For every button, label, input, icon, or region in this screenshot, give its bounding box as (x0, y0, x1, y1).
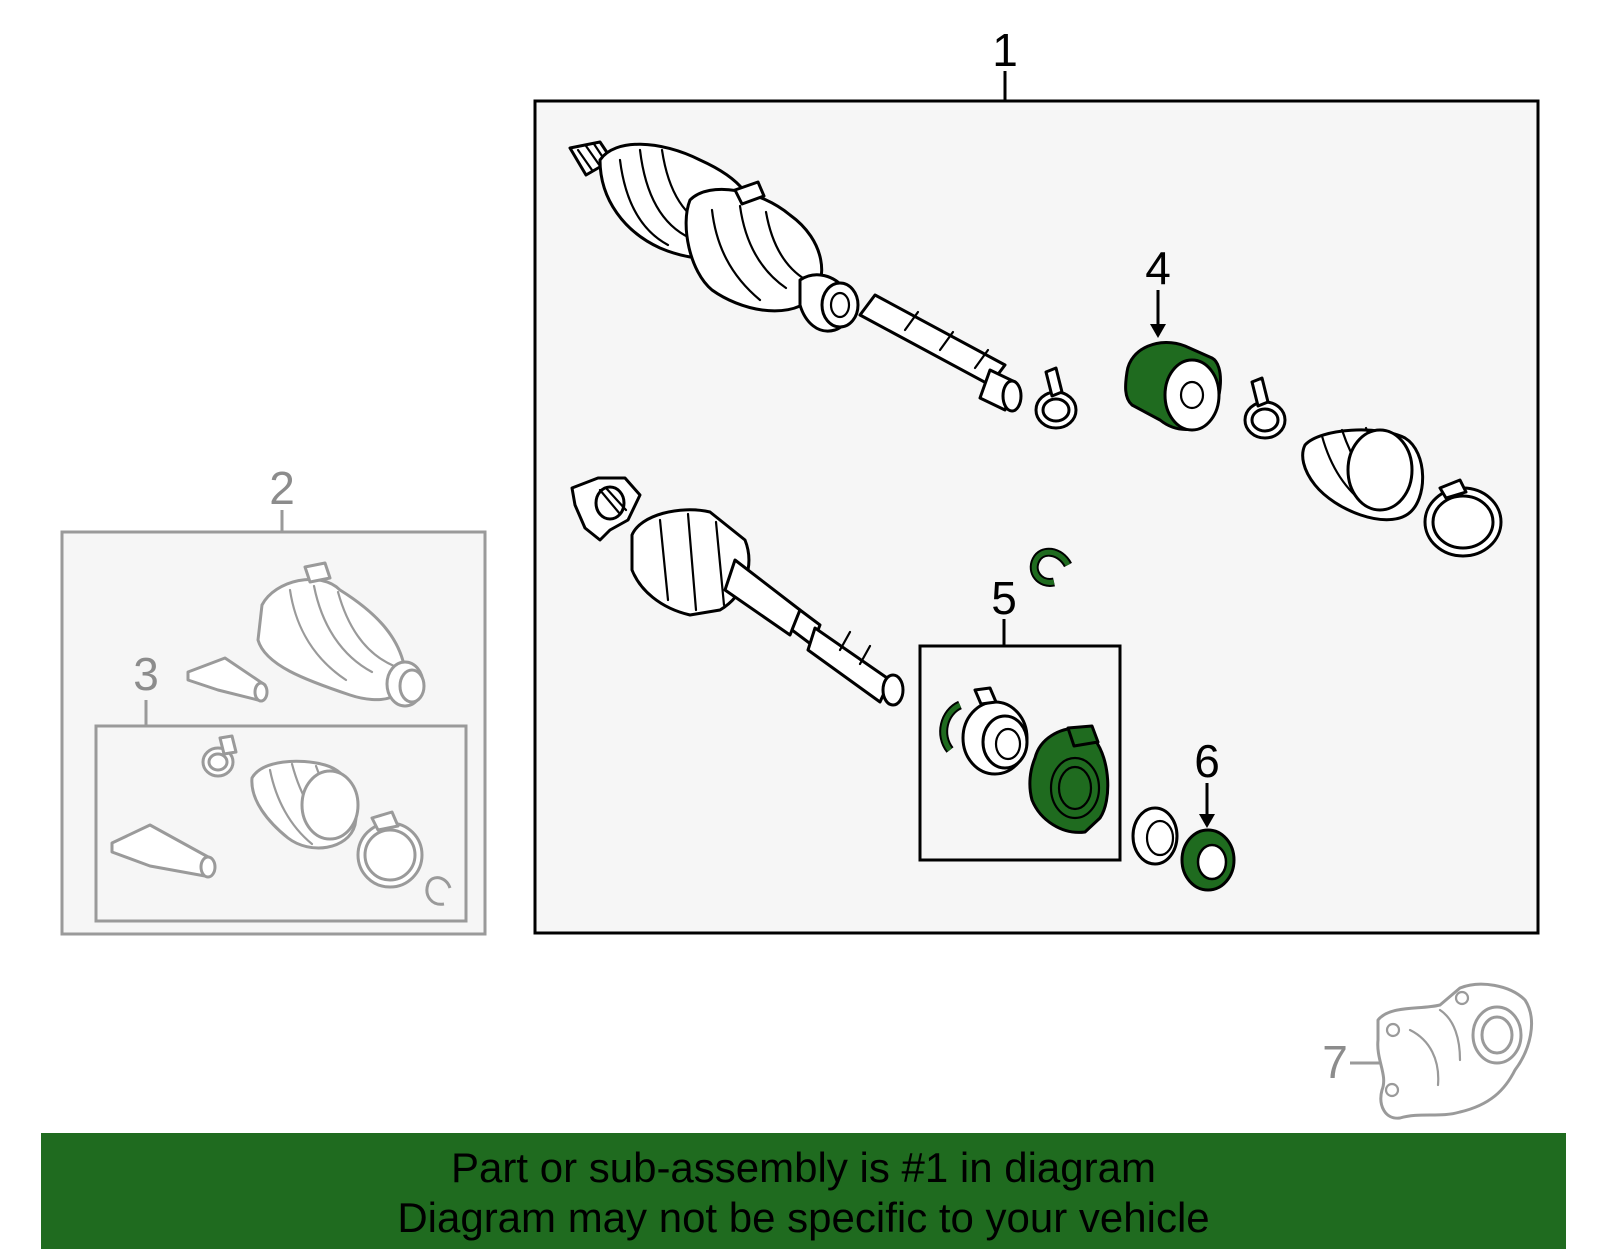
grease-tube-top (186, 656, 269, 703)
tripod-spider (570, 476, 642, 542)
boot-band-large (1423, 478, 1503, 558)
callout-5[interactable]: 5 (991, 572, 1017, 624)
callout-4-arrow (1150, 324, 1166, 338)
bearing (961, 686, 1029, 776)
seal-inner (1196, 843, 1228, 881)
boot-clamp-small-mid (1243, 376, 1287, 440)
callout-4[interactable]: 4 (1145, 242, 1171, 294)
callout-6[interactable]: 6 (1194, 735, 1220, 787)
damper-end-face (1163, 358, 1221, 432)
boot-kit-2-boot (256, 561, 426, 708)
boot-kit-3-band (356, 810, 424, 889)
inner-seal (1131, 806, 1179, 866)
boot-kit-3-clamp-small (201, 734, 238, 778)
boot-kit-3-boot (250, 759, 360, 850)
assembly-1-group: 1 4 (533, 24, 1540, 935)
boot-kit-3-box (94, 724, 468, 923)
part-6-oil-seal[interactable]: 6 (1180, 735, 1236, 892)
axle-shaft-outer-joint (568, 140, 1023, 413)
bearing-bracket-green[interactable] (1028, 724, 1110, 834)
banner-line-1: Part or sub-assembly is #1 in diagram (451, 1144, 1156, 1191)
part-7-bracket: 7 (1322, 982, 1534, 1120)
boot-clamp-small-top (1034, 366, 1078, 430)
callout-1[interactable]: 1 (992, 24, 1018, 76)
callout-3[interactable]: 3 (133, 648, 159, 700)
callout-6-arrow (1199, 814, 1215, 828)
subassembly-5-box (918, 644, 1122, 862)
boot-kit-3-snap-ring (425, 876, 452, 906)
outer-boot (1301, 426, 1425, 522)
snap-ring-small (1029, 547, 1072, 587)
callout-2[interactable]: 2 (269, 462, 295, 514)
info-banner: Part or sub-assembly is #1 in diagram Di… (41, 1133, 1566, 1249)
part-4-dynamic-damper[interactable]: 4 (1124, 242, 1222, 432)
banner-line-2: Diagram may not be specific to your vehi… (397, 1194, 1210, 1241)
subassembly-5-group: 5 (918, 572, 1122, 862)
callout-7[interactable]: 7 (1322, 1036, 1348, 1088)
boot-kit-2-group: 2 3 (60, 462, 487, 936)
grease-tube-bottom (110, 823, 217, 879)
inner-joint-housing (630, 508, 905, 707)
